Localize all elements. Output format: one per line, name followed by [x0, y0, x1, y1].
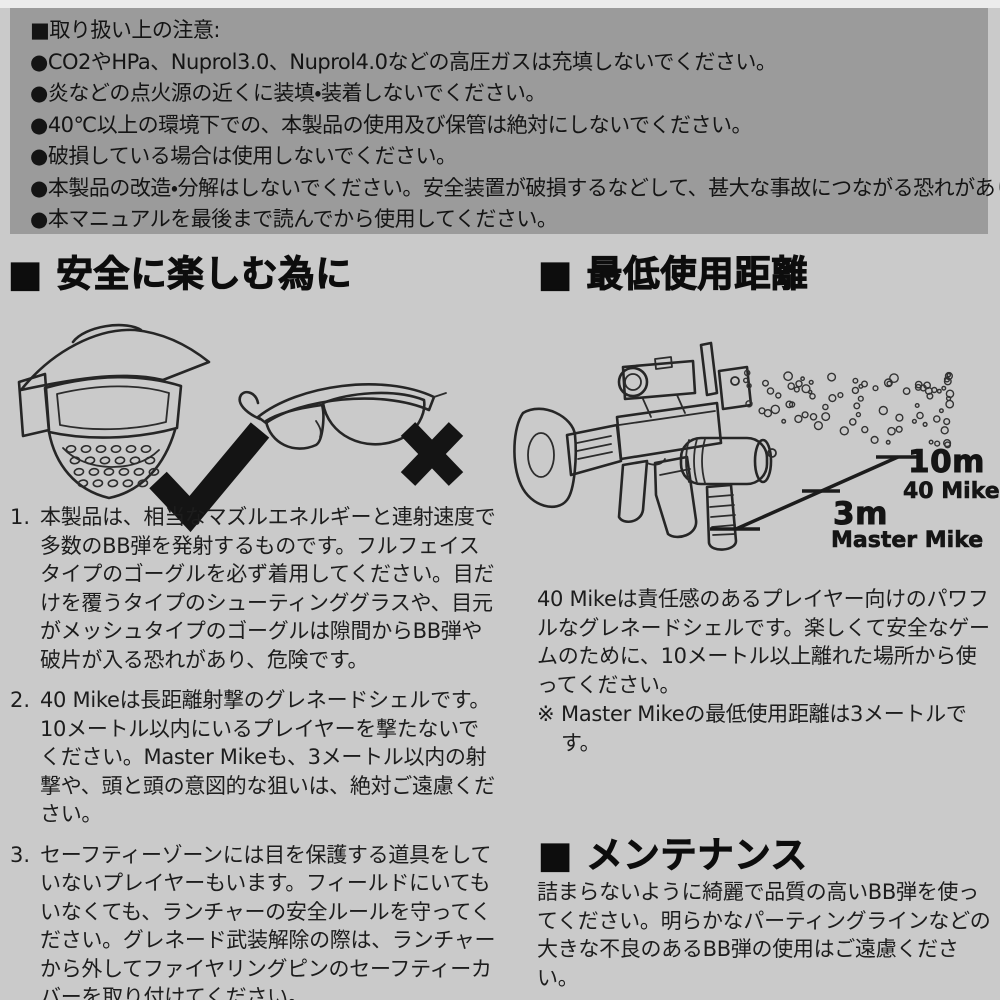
- item-number: 2.: [10, 688, 31, 712]
- mask-vent-holes: [65, 444, 160, 488]
- item-text: 40 Mikeは長距離射撃のグレネードシェルです。10メートル以内にいるプレイヤ…: [40, 688, 495, 826]
- note-text: Master Mikeの最低使用距離は3メートルです。: [561, 702, 967, 755]
- item-number: 3.: [10, 842, 31, 867]
- precaution-item: ●破損している場合は使用しないでください。: [30, 144, 457, 168]
- item-text: セーフティーゾーンには目を保護する道具をしていないプレイヤーもいます。フィールド…: [40, 842, 496, 1000]
- precaution-item: ●炎などの点火源の近くに装填・装着しないでください。: [30, 81, 546, 105]
- maintenance-paragraph: 詰まらないように綺麗で品質の高いBB弾を使ってください。明らかなパーティングライ…: [537, 880, 991, 990]
- full-face-mask-illustration: [17, 323, 211, 500]
- note-marker: ※: [537, 702, 555, 726]
- maintenance-section-heading: ■ メンテナンス: [537, 834, 808, 876]
- distance-section-heading: ■ 最低使用距離: [537, 253, 809, 295]
- distance-scale-illustration: [710, 455, 920, 531]
- far-product-label: 40 Mike: [903, 479, 1000, 505]
- near-product-label: Master Mike: [831, 528, 984, 554]
- precaution-item: ●本製品の改造・分解はしないでください。安全装置が破損するなどして、甚大な事故に…: [30, 175, 1000, 200]
- distance-paragraph: 40 Mikeは責任感のあるプレイヤー向けのパワフルなグレネードシェルです。楽し…: [537, 587, 990, 697]
- grenade-launcher-rifle-illustration: [513, 341, 777, 551]
- safety-rules-list: 1. 本製品は、相当なマズルエネルギーと連射速度で多数のBB弾を発射するものです…: [10, 503, 496, 1000]
- list-item: 3. セーフティーゾーンには目を保護する道具をしていないプレイヤーもいます。フィ…: [10, 841, 496, 1000]
- list-item: 2. 40 Mikeは長距離射撃のグレネードシェルです。10メートル以内にいるプ…: [10, 686, 496, 829]
- check-icon: [149, 422, 270, 533]
- near-distance-label: 3m: [833, 496, 888, 533]
- item-number: 1.: [10, 505, 31, 529]
- precaution-item: ●40℃以上の環境下での、本製品の使用及び保管は絶対にしないでください。: [30, 112, 753, 137]
- precaution-item: ●CO2やHPa、Nuprol3.0、Nuprol4.0などの高圧ガスは充填しな…: [30, 49, 777, 74]
- bb-spray-illustration: [742, 369, 955, 449]
- shooting-glasses-illustration: [238, 383, 447, 450]
- list-item: 1. 本製品は、相当なマズルエネルギーと連射速度で多数のBB弾を発射するものです…: [10, 503, 496, 674]
- distance-note: ※ Master Mikeの最低使用距離は3メートルです。: [537, 700, 993, 757]
- precautions-title: ■取り扱い上の注意:: [30, 18, 220, 42]
- safety-section-heading: ■ 安全に楽しむ為に: [7, 253, 353, 295]
- handling-precautions-box: ■取り扱い上の注意: ●CO2やHPa、Nuprol3.0、Nuprol4.0な…: [10, 8, 1000, 234]
- cross-icon: [400, 422, 464, 486]
- scan-edge: [0, 0, 1000, 8]
- item-text: 本製品は、相当なマズルエネルギーと連射速度で多数のBB弾を発射するものです。フル…: [40, 505, 496, 672]
- far-distance-label: 10m: [908, 444, 985, 481]
- precaution-item: ●本マニュアルを最後まで読んでから使用してください。: [30, 207, 558, 231]
